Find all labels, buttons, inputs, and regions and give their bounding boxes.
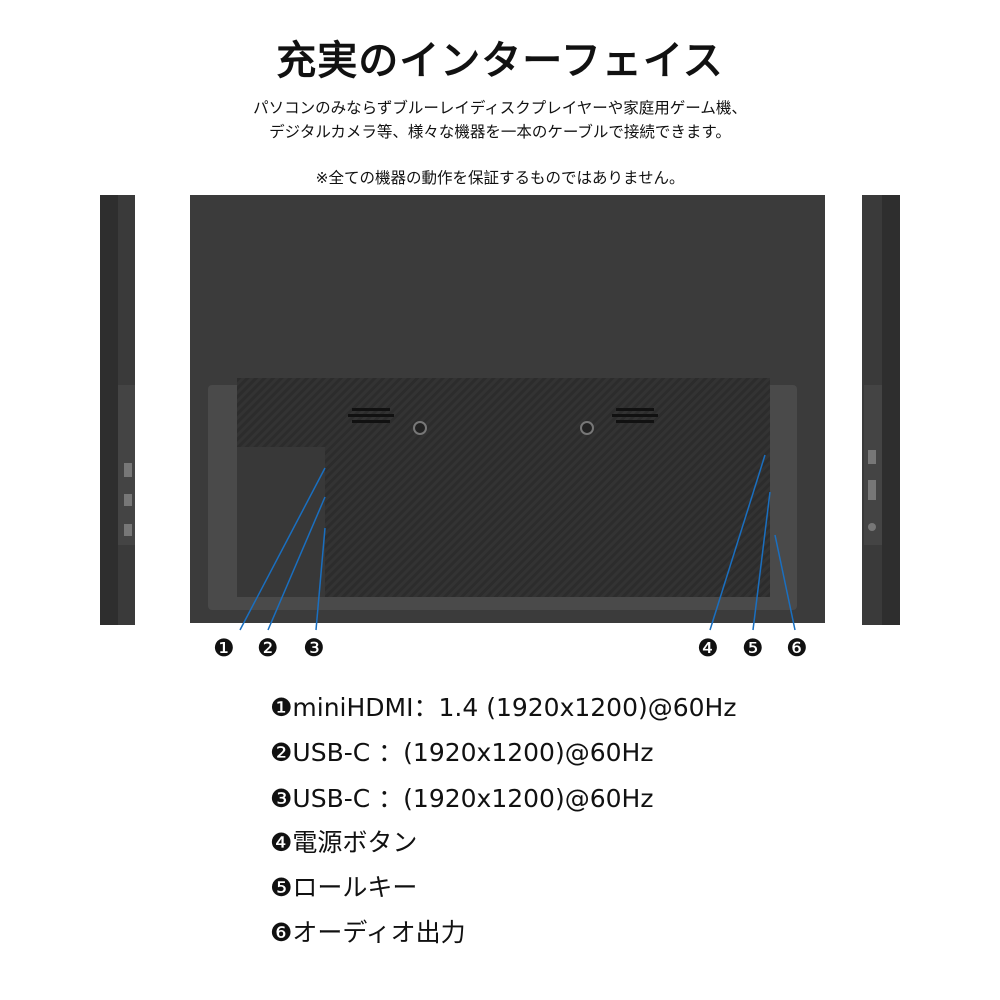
spec-roll-key: ❺ロールキー — [270, 873, 418, 902]
callout-1: ❶ — [213, 634, 235, 662]
callout-2: ❷ — [257, 634, 279, 662]
callout-6: ❻ — [786, 634, 808, 662]
spec-usbc-2: ❸USB-C ：(1920x1200)@60Hz — [270, 784, 654, 813]
left-side-view — [100, 195, 135, 625]
carbon-panel — [237, 378, 770, 597]
leader-lines — [239, 454, 796, 631]
port-recess — [237, 447, 325, 597]
port-icon — [868, 450, 876, 464]
right-side-view — [862, 195, 900, 625]
vesa-hole — [580, 421, 594, 435]
callout-4: ❹ — [697, 634, 719, 662]
page-title: 充実のインターフェイス — [276, 38, 724, 84]
port-icon — [868, 480, 876, 500]
spec-usbc-1: ❷USB-C ：(1920x1200)@60Hz — [270, 738, 654, 767]
callout-5: ❺ — [742, 634, 764, 662]
port-icon — [124, 463, 132, 477]
monitor-back — [190, 195, 825, 623]
disclaimer-note: ※全ての機器の動作を保証するものではありません。 — [315, 169, 685, 187]
description-line-1: パソコンのみならずブルーレイディスクプレイヤーや家庭用ゲーム機、 — [253, 99, 747, 117]
spec-audio-out: ❻オーディオ出力 — [270, 918, 466, 947]
spec-minihdmi: ❶miniHDMI：1.4 (1920x1200)@60Hz — [270, 693, 737, 722]
port-icon — [868, 523, 876, 531]
description-line-2: デジタルカメラ等、様々な機器を一本のケーブルで接続できます。 — [269, 123, 731, 141]
callout-3: ❸ — [303, 634, 325, 662]
port-icon — [124, 524, 132, 536]
spec-power-button: ❹電源ボタン — [270, 828, 418, 857]
port-icon — [124, 494, 132, 506]
vesa-hole — [413, 421, 427, 435]
